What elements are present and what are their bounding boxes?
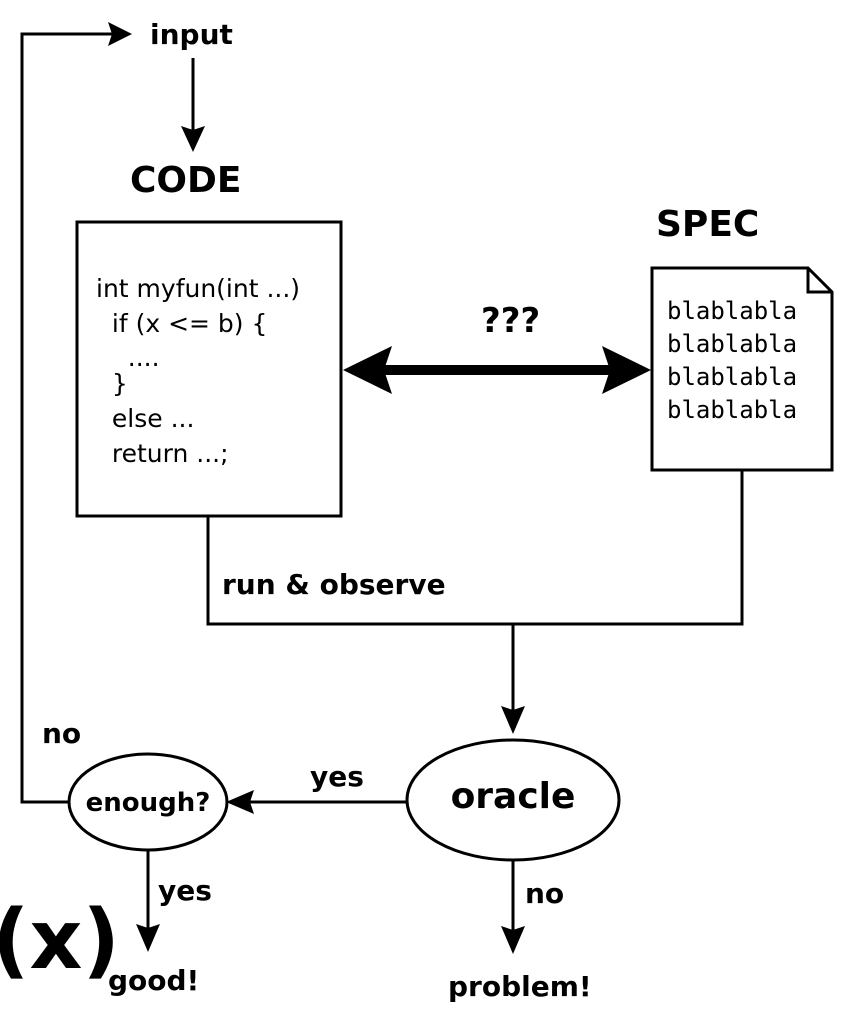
oracle-label: oracle [451,776,576,817]
run-observe-connector [206,470,744,626]
code-line: .... [96,343,160,372]
spec-line: blablabla [667,297,797,325]
relation-arrowhead-right [602,346,651,394]
oracle-to-problem-arrowhead [501,926,525,954]
spec-line: blablabla [667,396,797,424]
enough-label: enough? [86,788,211,818]
enough-to-good-arrowhead [136,924,160,952]
spec-title: SPEC [656,204,759,245]
spec-line: blablabla [667,363,797,391]
code-title: CODE [130,160,242,201]
to-oracle-arrowhead [501,706,525,734]
fx-partial-text: (x) [0,893,120,988]
relation-arrowhead-left [343,346,392,394]
code-box [75,220,343,518]
input-to-code-arrowhead [181,126,205,152]
no-loop-label: no [42,717,81,750]
relation-label: ??? [481,301,540,341]
input-label: input [150,18,233,51]
code-line: int myfun(int ...) [96,274,300,303]
oracle-to-enough-arrowhead [226,790,254,814]
problem-label: problem! [448,970,592,1003]
yes-to-enough-label: yes [310,760,364,793]
run-observe-label: run & observe [222,568,446,601]
yes-good-label: yes [158,874,212,907]
code-line: } [96,369,128,398]
spec-line: blablabla [667,330,797,358]
spec-text: blablabla blablabla blablabla blablabla [667,297,812,424]
loop-back-line [20,32,112,804]
code-line: else ... [96,404,194,433]
code-line: return ...; [96,439,229,468]
code-line: if (x <= b) { [96,309,267,338]
spec-fold [806,268,832,294]
no-problem-label: no [525,877,564,910]
spec-document [650,266,834,472]
good-label: good! [108,964,199,997]
loop-arrowhead [108,22,132,46]
code-text: int myfun(int ...) if (x <= b) { .... } … [96,274,308,468]
